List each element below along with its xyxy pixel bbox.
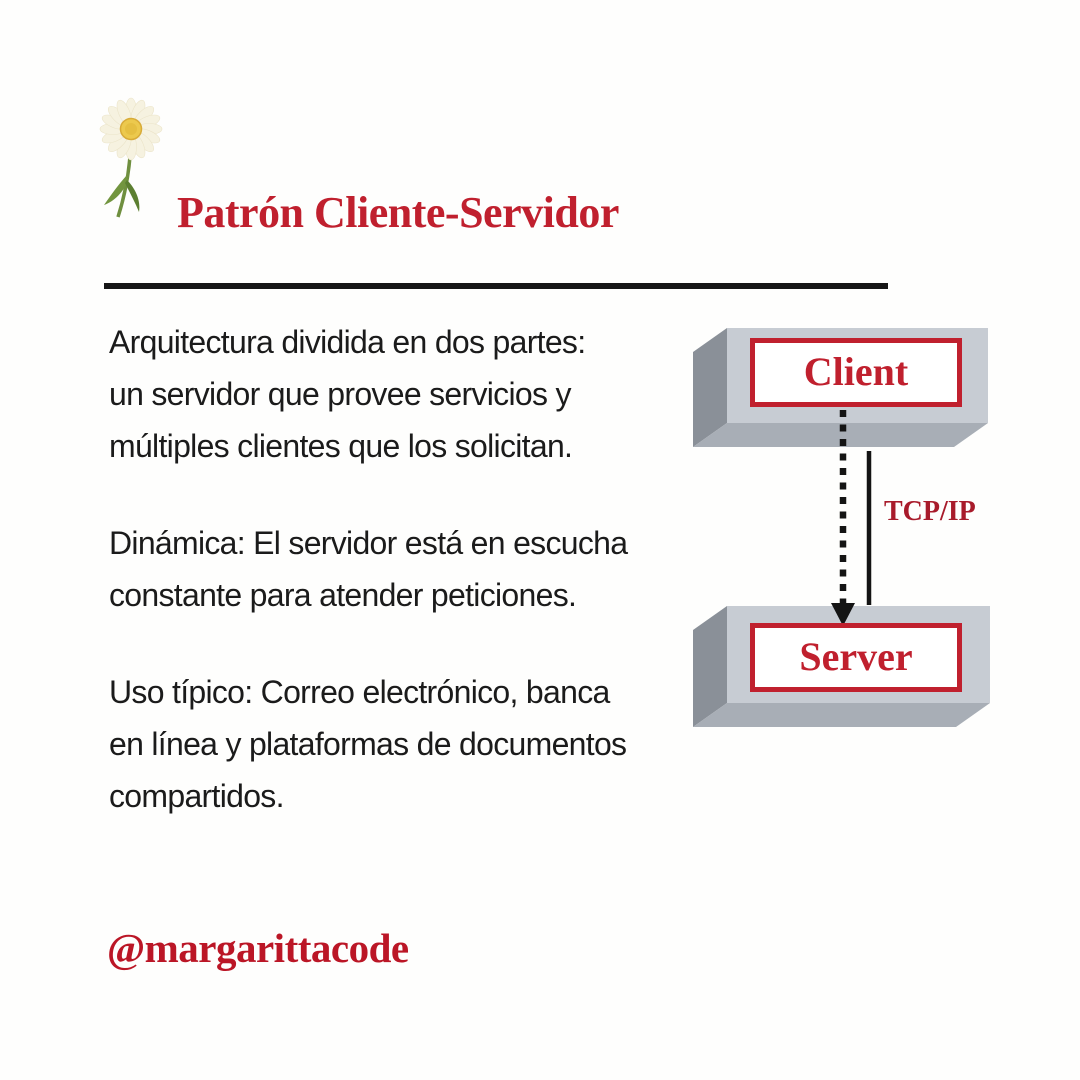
request-arrow-dotted bbox=[831, 410, 855, 626]
title-divider bbox=[104, 283, 888, 289]
page-title: Patrón Cliente-Servidor bbox=[177, 188, 619, 237]
server-node-label: Server bbox=[750, 623, 962, 692]
description-text: Arquitectura dividida en dos partes: un … bbox=[109, 316, 729, 867]
paragraph-typical-use: Uso típico: Correo electrónico, banca en… bbox=[109, 674, 627, 814]
connection-protocol-label: TCP/IP bbox=[884, 496, 976, 527]
client-node-label: Client bbox=[750, 338, 962, 407]
author-handle: @margarittacode bbox=[107, 925, 409, 971]
daisy-center bbox=[119, 117, 143, 141]
daisy-icon bbox=[99, 97, 163, 218]
paragraph-dynamics: Dinámica: El servidor está en escucha co… bbox=[109, 525, 628, 613]
paragraph-architecture: Arquitectura dividida en dos partes: un … bbox=[109, 324, 586, 464]
